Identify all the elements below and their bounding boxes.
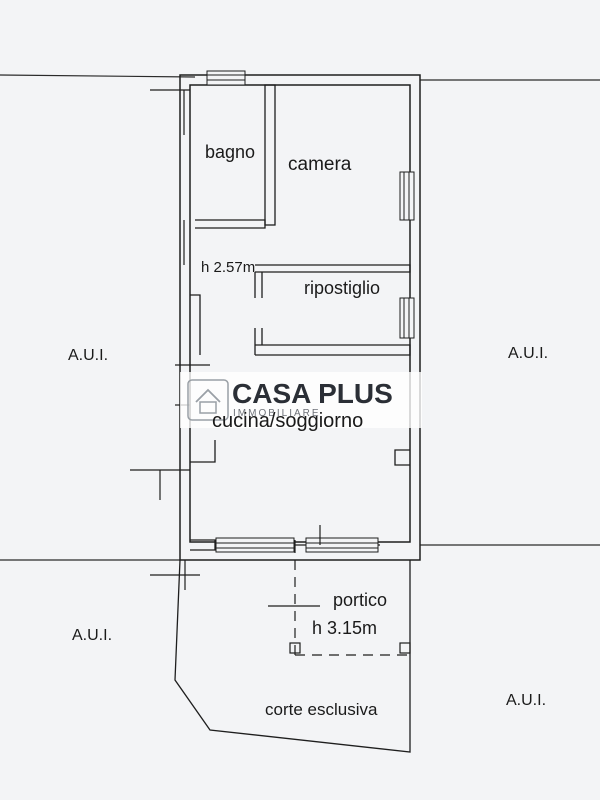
room-label-bagno: bagno <box>205 142 255 162</box>
neighbor-label-upper-right: A.U.I. <box>508 345 548 362</box>
courtyard-outline <box>174 559 411 753</box>
room-label-ripostiglio: ripostiglio <box>304 278 380 298</box>
watermark: CASA PLUS IMMOBILIARE <box>180 372 422 428</box>
room-label-cucina-soggiorno: cucina/soggiorno <box>212 410 363 432</box>
portico-columns <box>268 605 411 654</box>
property-boundaries <box>0 74 600 561</box>
watermark-band <box>180 372 422 428</box>
neighbor-label-lower-right: A.U.I. <box>506 692 546 709</box>
height-label-portico: h 3.15m <box>312 618 377 638</box>
watermark-brand: CASA PLUS <box>232 378 393 409</box>
house-logo-icon <box>187 379 229 421</box>
windows <box>206 70 415 553</box>
neighbor-label-lower-left: A.U.I. <box>72 627 112 644</box>
room-label-corte: corte esclusiva <box>265 700 378 719</box>
portico-outline <box>294 560 410 656</box>
room-label-camera: camera <box>288 154 352 175</box>
height-label-upper: h 2.57m <box>201 259 255 276</box>
neighbor-label-upper-left: A.U.I. <box>68 347 108 364</box>
room-label-portico: portico <box>333 590 387 610</box>
watermark-subtitle: IMMOBILIARE <box>233 408 321 419</box>
